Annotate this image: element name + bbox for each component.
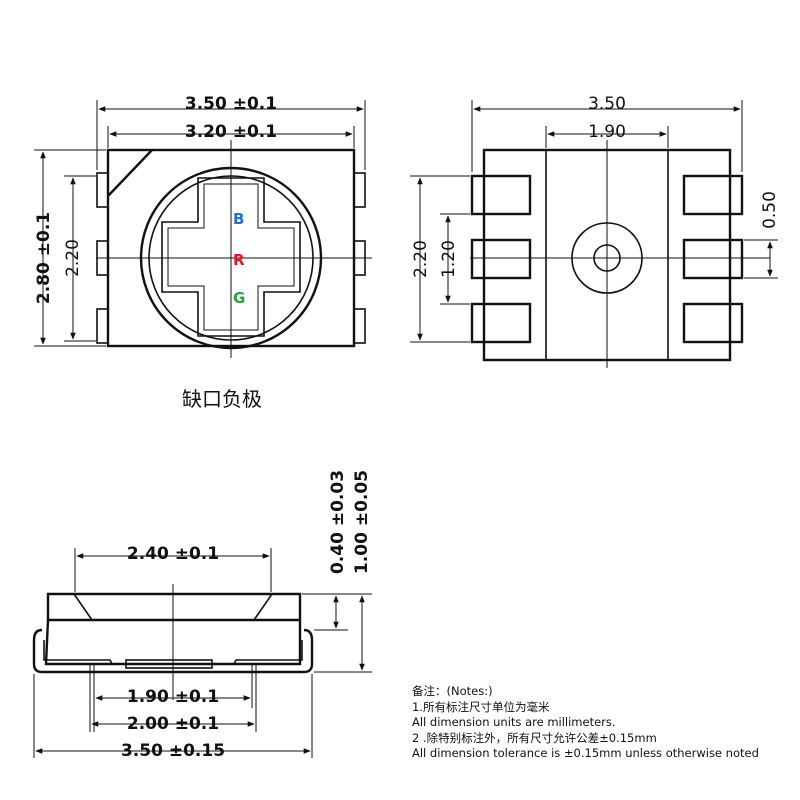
dim-bottom-center: 1.90 [588,122,626,142]
bottom-pad-left-3 [470,302,532,344]
dim-side-bottom-1: 1.90 ±0.1 [127,687,219,707]
dim-side-bottom-2: 2.00 ±0.1 [127,714,219,734]
dim-top-width-inner: 3.20 ±0.1 [185,122,277,142]
bottom-pad-right-3 [682,302,744,344]
top-die-cross-inner [167,183,295,331]
bottom-pad-right-2 [682,238,744,280]
dim-side-bottom-3: 3.50 ±0.15 [121,741,225,761]
notes-line-1: 1.所有标注尺寸单位为毫米 [412,699,550,714]
label-g: G [233,289,245,307]
top-view-notch [107,149,153,197]
side-view-bottom-pad [125,659,213,669]
top-view: B R G 3.50 ±0.1 3.20 ±0.1 2.80 ±0.1 2.20… [34,94,372,411]
top-pin-right-3 [353,308,366,344]
dim-side-thickness: 0.40 ±0.03 [328,470,348,574]
label-r: R [233,251,245,269]
side-view-lead-inner [43,640,303,665]
notes-line-2: All dimension units are millimeters. [412,715,616,729]
dim-side-top: 2.40 ±0.1 [127,544,219,564]
top-die-cross [161,177,301,337]
dim-top-height-outer: 2.80 ±0.1 [34,212,54,304]
notes-block: 备注：(Notes:) 1.所有标注尺寸单位为毫米 All dimension … [412,684,792,762]
dim-top-width-outer: 3.50 ±0.1 [185,94,277,114]
dim-side-total-height: 1.00 ±0.05 [352,470,372,574]
bottom-pad-left-1 [470,174,532,216]
label-b: B [233,210,244,228]
bottom-pad-right-1 [682,174,744,216]
dim-bottom-height-outer: 2.20 [411,240,431,278]
dim-bottom-width: 3.50 [588,94,626,114]
top-view-caption: 缺口负极 [182,387,262,411]
notes-title: 备注：(Notes:) [412,684,493,698]
side-view-bevel [73,593,273,621]
top-pin-left-1 [96,172,109,208]
bottom-view: 3.50 1.90 2.20 1.20 0.50 [410,94,780,368]
top-pin-right-1 [353,172,366,208]
bottom-pad-left-2 [470,238,532,280]
dim-top-height-inner: 2.20 [63,239,83,277]
notes-line-3: 2 .除特别标注外，所有尺寸允许公差±0.15mm [412,730,657,745]
top-pin-left-3 [96,308,109,344]
dim-bottom-pad: 0.50 [760,191,780,229]
side-view: 2.40 ±0.1 0.40 ±0.03 1.00 ±0.05 1.90 ±0.… [32,470,372,761]
notes-line-4: All dimension tolerance is ±0.15mm unles… [412,746,759,760]
dim-bottom-height-inner: 1.20 [439,240,459,278]
